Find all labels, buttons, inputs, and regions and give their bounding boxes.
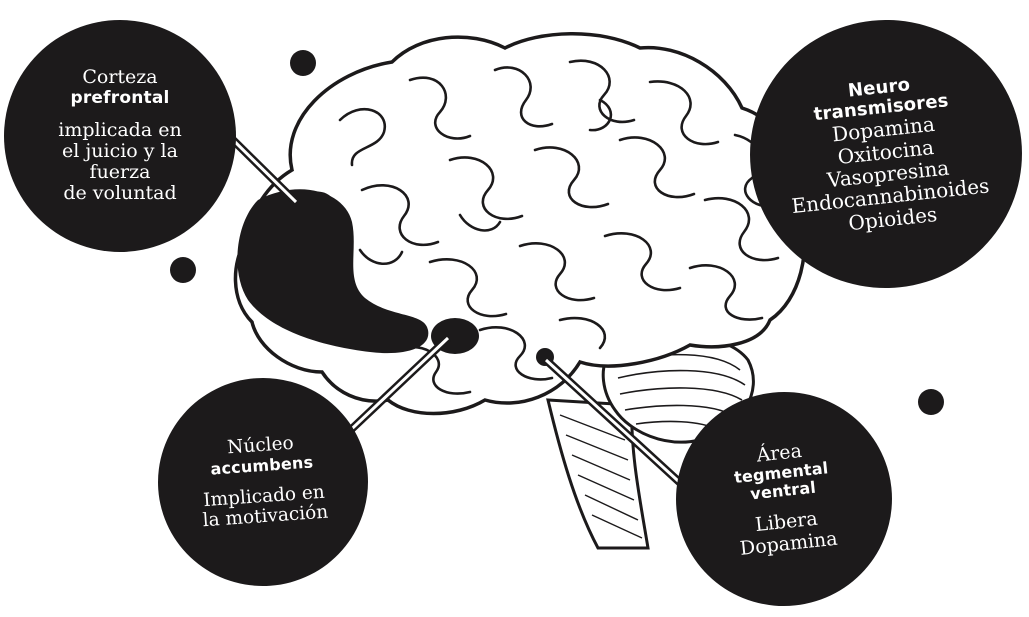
prefrontal-title-line: Corteza (82, 67, 157, 88)
prefrontal-desc-line: de voluntad (63, 183, 176, 204)
decor-dot (170, 257, 196, 283)
prefrontal-title-bold: prefrontal (70, 89, 169, 108)
prefrontal-desc-line: implicada en (58, 120, 181, 141)
decor-dot (918, 389, 944, 415)
vta-desc-line: Dopamina (739, 528, 839, 559)
decor-dot (290, 50, 316, 76)
accumbens-title-bold: accumbens (210, 453, 314, 478)
prefrontal-desc-line: el juicio y la (62, 141, 178, 162)
label-prefrontal-cortex: Corteza prefrontal implicada en el juici… (4, 20, 236, 252)
prefrontal-desc-line: fuerza (90, 162, 151, 183)
